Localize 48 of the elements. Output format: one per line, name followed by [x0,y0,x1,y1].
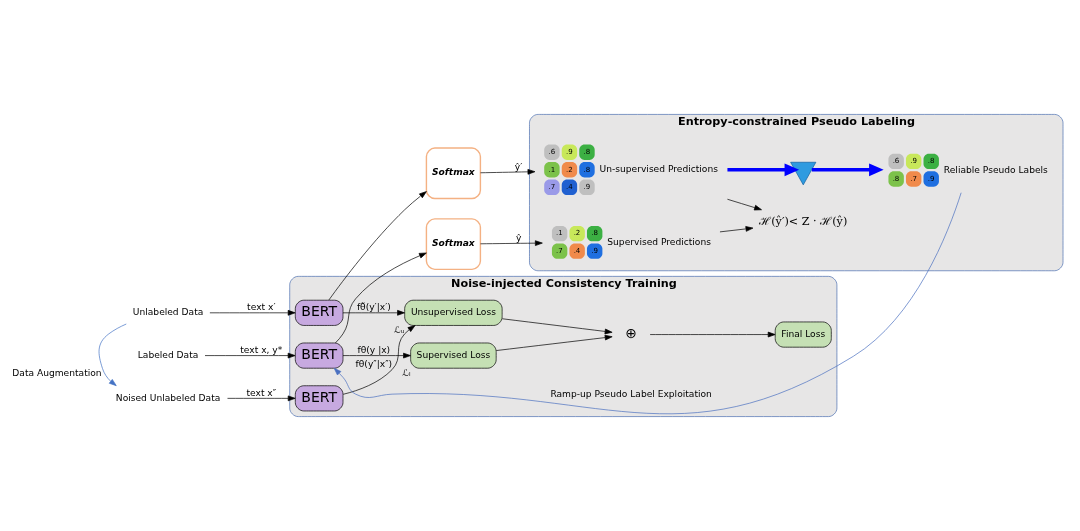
arrow [719,226,754,233]
edge-label: text x″ [246,387,277,398]
edge-label: fθ(y |x) [357,345,391,356]
node-label: Un-supervised Predictions [599,164,718,175]
edge-label: fθ(y″|x″) [355,359,393,370]
arrow [335,252,427,344]
node-text: ℋ(ŷ′)< Z · ℋ(ŷ) [759,215,848,229]
arrow [342,310,405,316]
arrow [98,323,127,387]
arrow [342,325,416,395]
arrow [204,352,296,359]
node-box: Softmax [425,147,482,200]
arrow [227,395,296,402]
arrow [209,310,296,316]
edge-label: Data Augmentation [12,367,102,378]
arrow [342,352,411,359]
arrow [811,163,884,177]
node-label: ℒᵤ [394,324,405,335]
arrow [501,318,613,335]
arrow [333,192,962,415]
node-text: Noised Unlabeled Data [115,392,221,403]
arrow [328,191,427,301]
arrow [480,240,543,246]
node-box: Final Loss [774,321,832,348]
arrow [496,334,613,351]
node-label: Supervised Predictions [607,236,711,247]
node-label: ℒₗ [402,367,411,378]
arrow [727,198,762,211]
edge-label: text x′ [247,302,276,313]
arrow [649,331,776,338]
node-box: BERT [294,299,344,326]
edge-label: text x, y* [240,345,283,356]
node-funnel [790,161,817,186]
edge-label: fθ̃(y′|x′) [356,302,391,313]
node-box: BERT [294,385,344,412]
node-box: Softmax [425,218,482,271]
edge-label: ŷ′ [514,162,523,173]
edge-label: ŷ [515,232,522,243]
node-text: Labeled Data [137,349,199,360]
node-label: Reliable Pseudo Labels [943,164,1048,175]
node-box: Supervised Loss [410,342,497,369]
edge-label: Ramp-up Pseudo Label Exploitation [550,389,712,400]
node-box: Unsupervised Loss [404,299,503,326]
arrow [727,163,800,177]
node-box: BERT [294,342,344,369]
node-text: ⊕ [625,325,638,342]
node-text: Unlabeled Data [132,307,204,318]
arrow [480,169,536,175]
